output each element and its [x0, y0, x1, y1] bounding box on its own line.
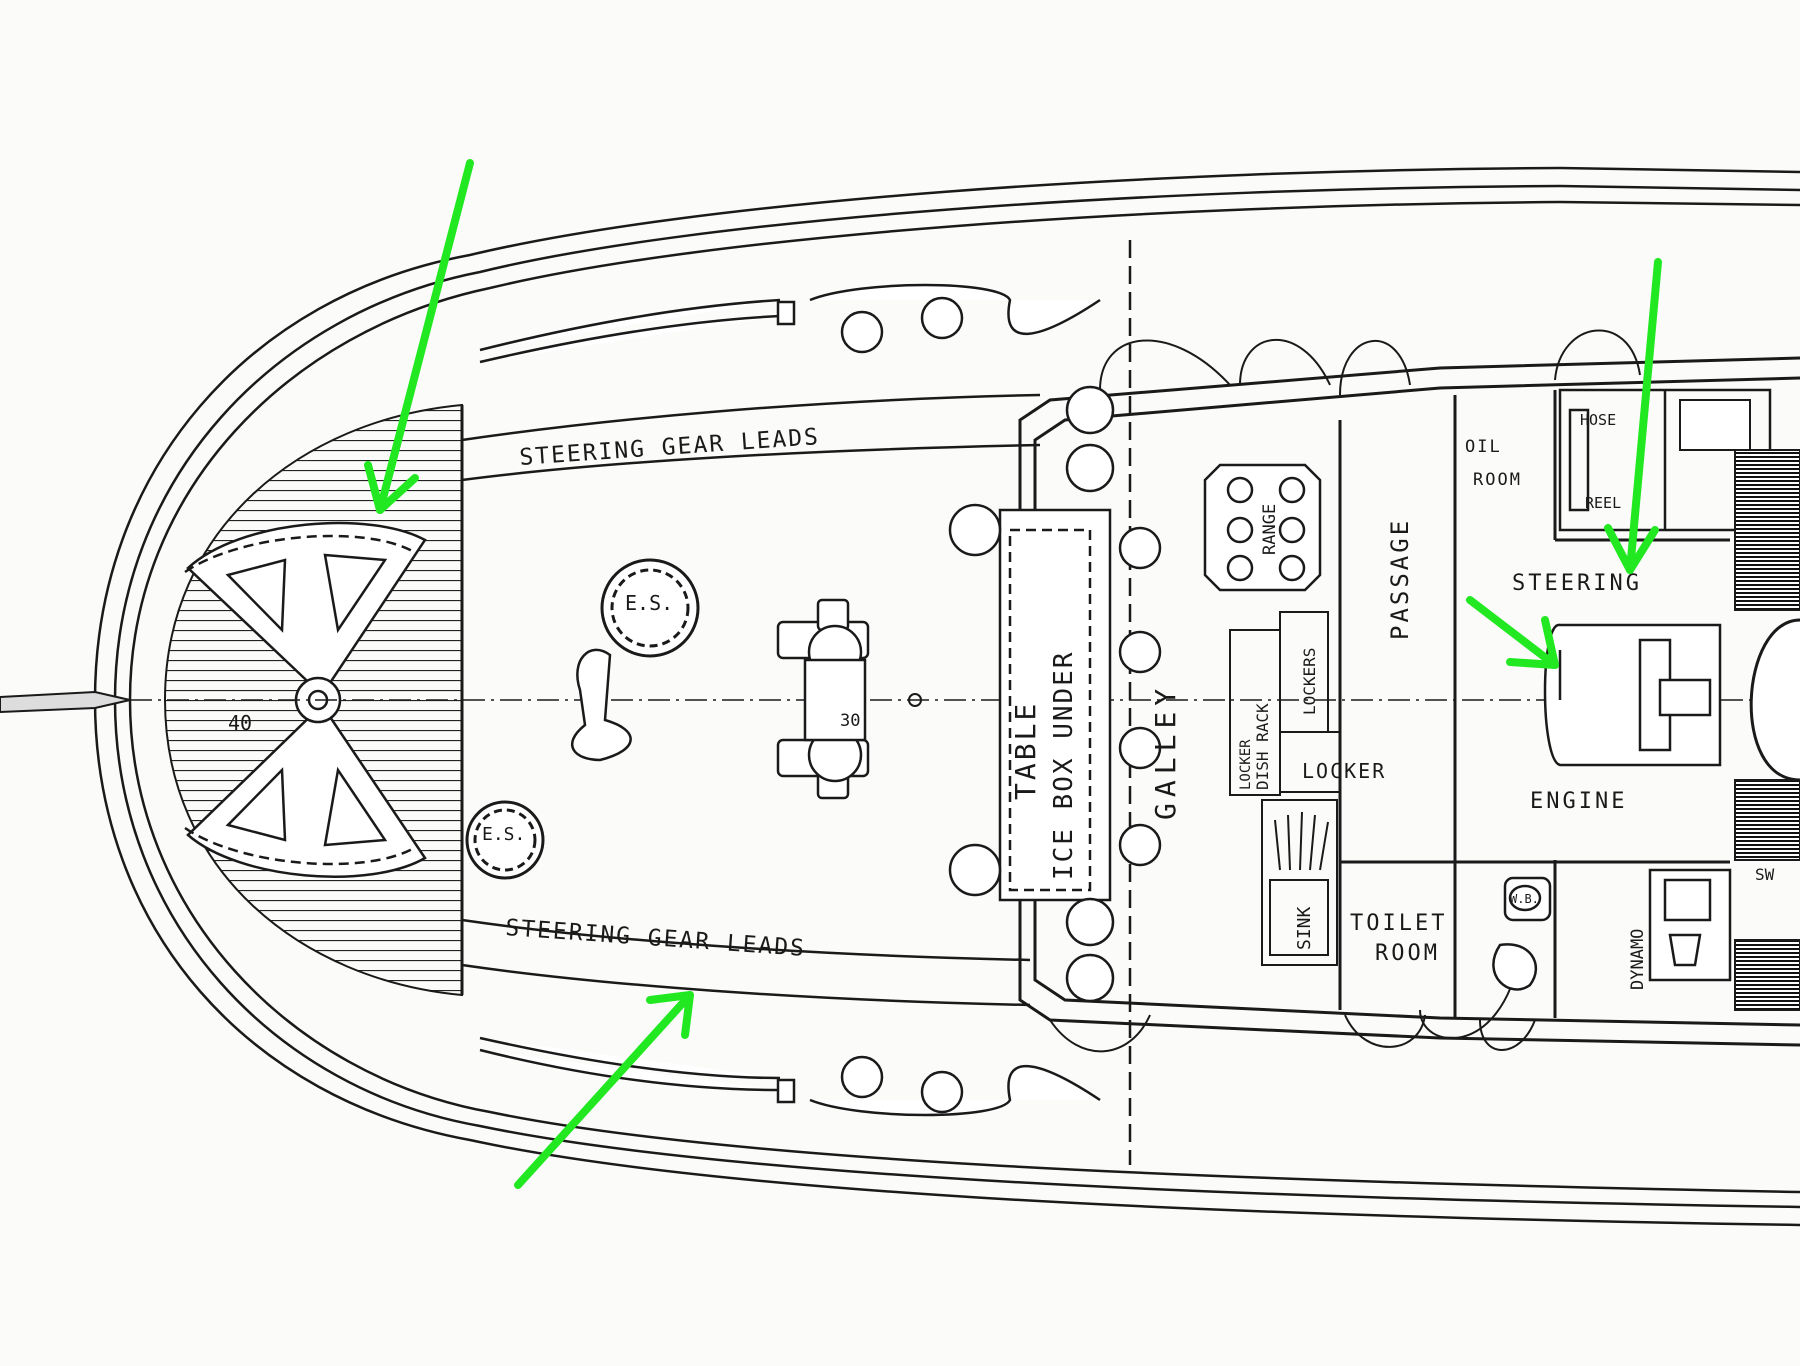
mess-table — [998, 508, 1112, 902]
sink-drainboard — [1274, 811, 1329, 871]
mooring-bitts — [840, 296, 964, 1114]
steering-gear-lead-rails — [461, 393, 1041, 1007]
arrow-to-steering-gear-leads — [514, 991, 694, 1189]
table-label: TABLE — [1009, 701, 1042, 800]
bow-stem — [0, 690, 131, 714]
ice-box-under-label: ICE BOX UNDER — [1049, 651, 1079, 881]
es-bottom-label: E.S. — [482, 824, 525, 845]
reel-label: REEL — [1585, 494, 1621, 512]
locker-dish-rack-label: LOCKER — [1238, 739, 1254, 790]
escape-scuttles — [465, 558, 700, 880]
locker-label: LOCKER — [1302, 759, 1386, 783]
bitt-mark: 40 — [228, 711, 252, 735]
passage-label: PASSAGE — [1386, 518, 1414, 640]
steering-gear-leads-top-label: STEERING GEAR LEADS — [519, 424, 821, 471]
winch-mark: 30 — [840, 711, 860, 731]
ventilator — [570, 648, 632, 762]
galley-label: GALLEY — [1149, 683, 1182, 820]
dish-rack-label: DISH RACK — [1253, 703, 1272, 790]
sink-label: SINK — [1294, 906, 1315, 950]
steering-engine — [1543, 623, 1722, 767]
dynamo-label: DYNAMO — [1628, 929, 1648, 990]
wb-label: W.B. — [1510, 892, 1539, 906]
galley-lockers — [1229, 611, 1341, 966]
sw-label: SW — [1755, 865, 1775, 884]
range-label: RANGE — [1260, 504, 1280, 555]
oil-room-label-2: ROOM — [1473, 470, 1522, 490]
arrow-to-steering-quadrant — [364, 159, 474, 514]
toilet-room-label-2: ROOM — [1375, 941, 1440, 966]
portholes — [948, 385, 1162, 1003]
annotation-arrows — [364, 159, 1662, 1189]
dynamo — [1648, 868, 1732, 982]
main-engine-cylinder — [1749, 618, 1800, 782]
range-stove — [1203, 463, 1322, 592]
arrow-to-steering-engine — [1466, 596, 1559, 669]
arrow-to-steering-engine-label — [1604, 258, 1662, 574]
steering-gear-leads-bottom-label: STEERING GEAR LEADS — [505, 915, 807, 962]
centerline-marker — [908, 693, 922, 707]
steering-quadrant — [184, 521, 427, 878]
oil-room-label-1: OIL — [1465, 437, 1502, 457]
lockers-label: LOCKERS — [1300, 648, 1319, 715]
toilet-fixtures — [1492, 876, 1552, 991]
toilet-room-label-1: TOILET — [1350, 911, 1447, 936]
engine-gratings — [1679, 399, 1800, 1011]
steering-label: STEERING — [1512, 571, 1642, 596]
es-top-label: E.S. — [625, 591, 673, 615]
hose-label: HOSE — [1580, 411, 1616, 429]
engine-label: ENGINE — [1530, 789, 1627, 814]
fairleads — [479, 283, 1101, 1117]
anchor-windlass — [776, 598, 870, 800]
